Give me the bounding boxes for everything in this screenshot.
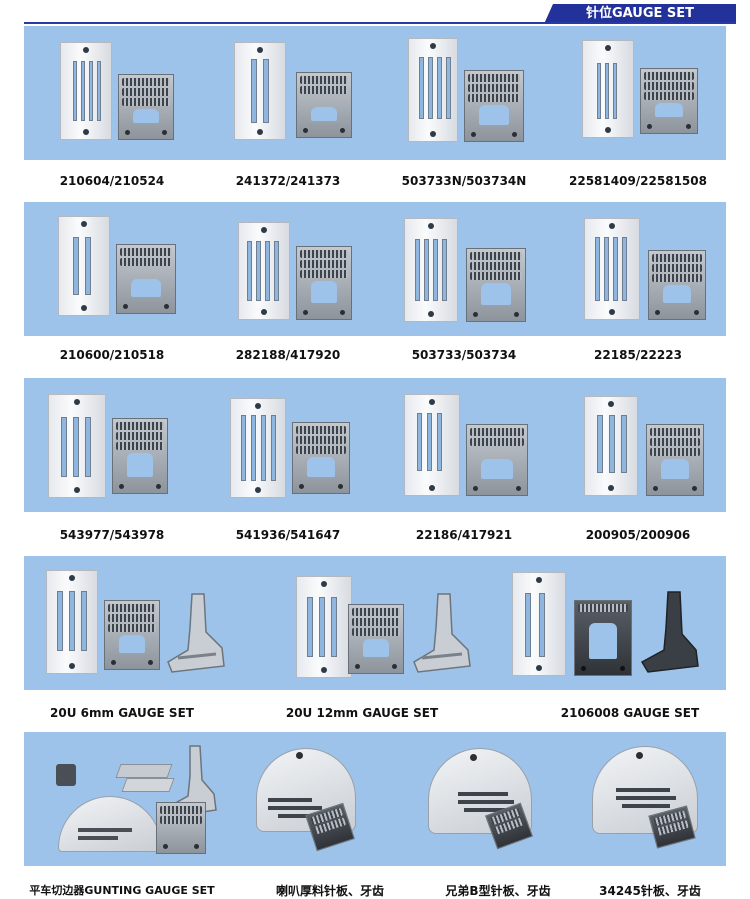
product-caption: 22185/22223 [594, 348, 682, 362]
product-caption: 241372/241373 [235, 174, 341, 188]
product-caption: 2106008 GAUGE SET [560, 706, 700, 720]
product-caption: 282188/417920 [235, 348, 341, 362]
product-caption: 210600/210518 [59, 348, 165, 362]
product-caption: 34245针板、牙齿 [599, 884, 701, 898]
header-tab [544, 4, 736, 24]
product-caption: 503733N/503734N [401, 174, 527, 188]
header-rule [24, 22, 736, 24]
product-caption: 平车切边器GUNTING GAUGE SET [29, 884, 215, 897]
product-caption: 22581409/22581508 [569, 174, 707, 188]
product-caption: 503733/503734 [411, 348, 517, 362]
product-caption: 200905/200906 [585, 528, 691, 542]
product-caption: 541936/541647 [235, 528, 341, 542]
product-caption: 喇叭厚料针板、牙齿 [275, 884, 384, 898]
section-header: 针位GAUGE SET [544, 4, 736, 24]
product-caption: 兄弟B型针板、牙齿 [445, 884, 551, 898]
product-caption: 543977/543978 [59, 528, 165, 542]
product-caption: 20U 6mm GAUGE SET [50, 706, 194, 720]
product-caption: 210604/210524 [59, 174, 165, 188]
header-title: 针位GAUGE SET [585, 6, 695, 21]
product-caption: 20U 12mm GAUGE SET [285, 706, 439, 720]
product-caption: 22186/417921 [415, 528, 513, 542]
